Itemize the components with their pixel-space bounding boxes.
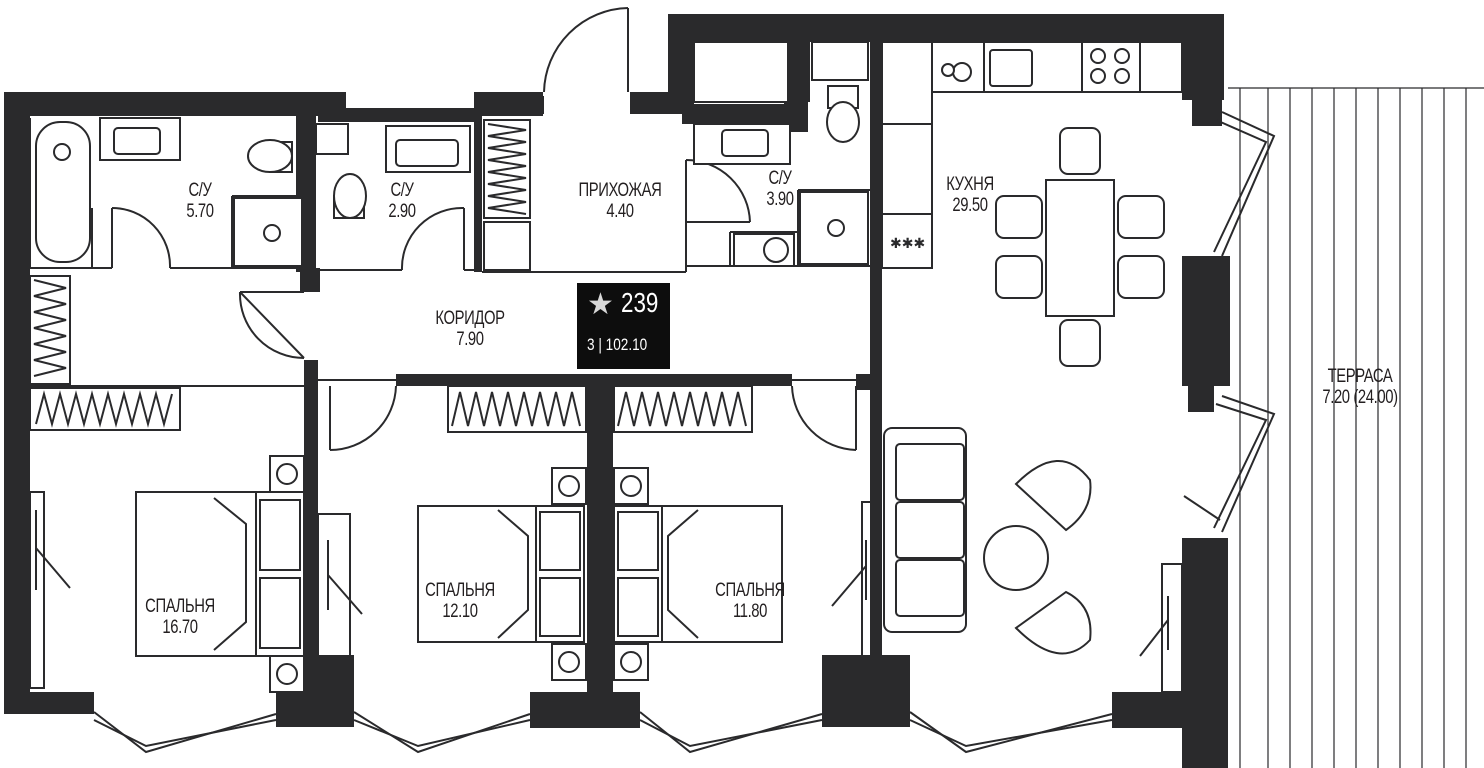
svg-text:✱✱✱: ✱✱✱ — [890, 235, 925, 251]
room-name: С/У — [390, 180, 414, 201]
windows — [29, 111, 1276, 754]
room-name: ПРИХОЖАЯ — [578, 180, 662, 201]
room-label-bed1: СПАЛЬНЯ 16.70 — [141, 596, 219, 638]
room-name: СПАЛЬНЯ — [715, 580, 785, 601]
room-label-bed2: СПАЛЬНЯ 12.10 — [421, 580, 499, 622]
room-label-bath2: С/У 2.90 — [379, 180, 426, 222]
room-area: 4.40 — [606, 201, 634, 222]
room-label-bath1: С/У 5.70 — [177, 180, 224, 222]
room-name: КОРИДОР — [435, 308, 505, 329]
room-label-bed3: СПАЛЬНЯ 11.80 — [711, 580, 789, 622]
room-label-terrace: ТЕРРАСА 7.20 (24.00) — [1313, 366, 1407, 408]
room-name: СПАЛЬНЯ — [425, 580, 495, 601]
room-area: 7.20 (24.00) — [1322, 387, 1398, 408]
room-name: С/У — [188, 180, 212, 201]
room-name: ТЕРРАСА — [1327, 366, 1393, 387]
rooms-and-area: 3 | 102.10 — [587, 335, 648, 354]
room-area: 16.70 — [162, 617, 198, 638]
room-label-corridor: КОРИДОР 7.90 — [431, 308, 509, 350]
room-name: С/У — [768, 168, 792, 189]
room-name: КУХНЯ — [946, 174, 994, 195]
room-area: 2.90 — [388, 201, 416, 222]
room-area: 29.50 — [952, 195, 988, 216]
room-area: 12.10 — [442, 601, 478, 622]
room-area: 5.70 — [186, 201, 214, 222]
apartment-number: 239 — [621, 287, 659, 318]
room-label-hall: ПРИХОЖАЯ 4.40 — [573, 180, 667, 222]
room-area: 7.90 — [456, 329, 484, 350]
room-name: СПАЛЬНЯ — [145, 596, 215, 617]
bathroom-fixtures — [35, 41, 869, 267]
room-area: 11.80 — [732, 601, 768, 622]
room-label-bath3: С/У 3.90 — [758, 168, 802, 210]
wardrobes — [29, 119, 753, 433]
terrace-decking — [1228, 87, 1484, 768]
room-area: 3.90 — [766, 189, 794, 210]
kitchen-furniture: ✱✱✱ — [881, 41, 1183, 655]
room-label-kitchen: КУХНЯ 29.50 — [939, 174, 1001, 216]
apartment-badge: ★ 239 3 | 102.10 — [577, 283, 670, 369]
star-icon: ★ — [587, 288, 614, 321]
beds — [135, 455, 783, 693]
